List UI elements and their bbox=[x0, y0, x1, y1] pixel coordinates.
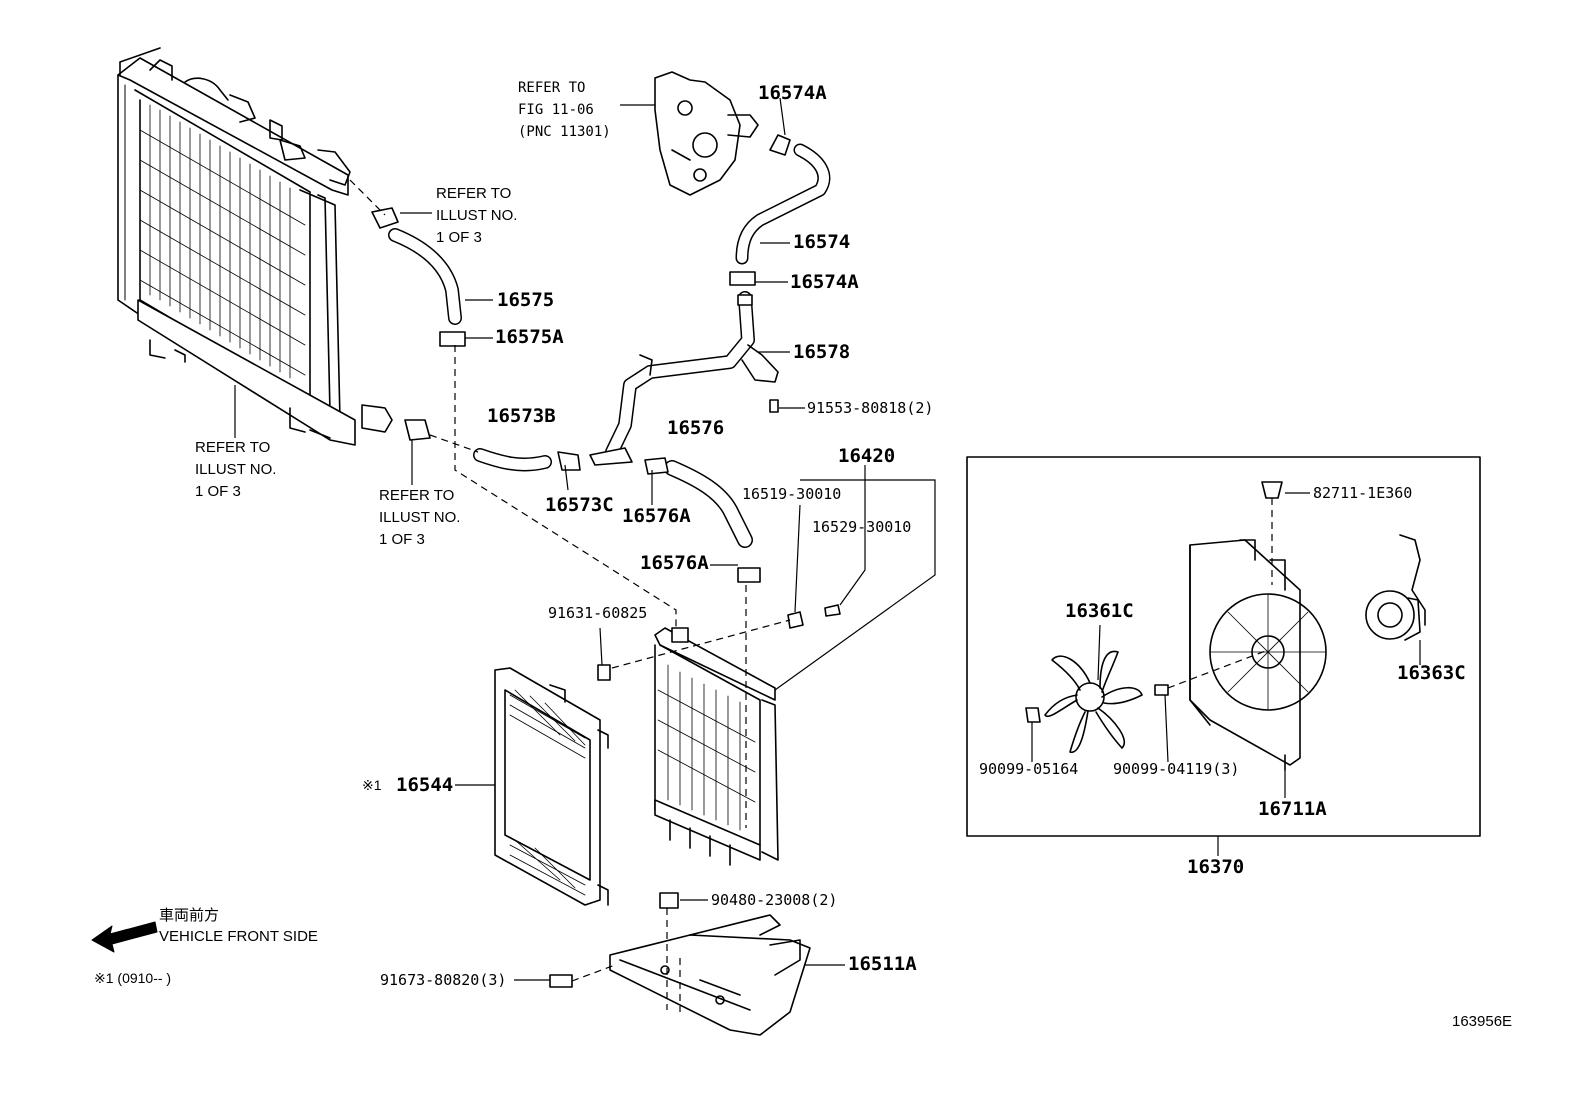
ref-top-line2: FIG 11-06 bbox=[518, 102, 594, 118]
part-label-16578[interactable]: 16578 bbox=[793, 341, 851, 363]
ref-hose-line3: 1 OF 3 bbox=[436, 229, 482, 246]
ref-top: REFER TO FIG 11-06 (PNC 11301) bbox=[518, 77, 611, 143]
ref-bottom-line3: 1 OF 3 bbox=[379, 531, 425, 548]
part-label-90099-05164[interactable]: 90099-05164 bbox=[979, 760, 1079, 778]
part-label-16711A[interactable]: 16711A bbox=[1258, 798, 1327, 820]
shroud bbox=[494, 667, 609, 906]
ref-bottom: REFER TO ILLUST NO. 1 OF 3 bbox=[379, 485, 460, 551]
part-label-90480-23008[interactable]: 90480-23008(2) bbox=[711, 891, 838, 909]
ref-hose-line1: REFER TO bbox=[436, 185, 512, 202]
ref-hose-line2: ILLUST NO. bbox=[436, 207, 518, 224]
radiator-assembly-large bbox=[117, 47, 393, 446]
part-label-16370[interactable]: 16370 bbox=[1187, 856, 1245, 878]
ref-top-line1: REFER TO bbox=[518, 80, 586, 96]
fan-motor bbox=[1365, 534, 1426, 641]
part-label-16575A[interactable]: 16575A bbox=[495, 326, 564, 348]
ref-radiator: REFER TO ILLUST NO. 1 OF 3 bbox=[195, 437, 276, 503]
legend-note: ※1 (0910-- ) bbox=[94, 970, 172, 986]
part-label-16575[interactable]: 16575 bbox=[497, 289, 555, 311]
part-mark-16544: ※1 bbox=[362, 777, 382, 793]
ref-bottom-line1: REFER TO bbox=[379, 487, 455, 504]
part-label-16576[interactable]: 16576 bbox=[667, 417, 725, 439]
part-label-16574A-top[interactable]: 16574A bbox=[758, 82, 827, 104]
part-label-91553-80818[interactable]: 91553-80818(2) bbox=[807, 399, 934, 417]
legend-front-jp: 車両前方 bbox=[159, 907, 220, 924]
fan-blade bbox=[1044, 650, 1143, 753]
part-label-16544[interactable]: 16544 bbox=[396, 774, 454, 796]
part-label-16573B[interactable]: 16573B bbox=[487, 405, 556, 427]
legend-front-en: VEHICLE FRONT SIDE bbox=[159, 928, 318, 945]
part-label-16420[interactable]: 16420 bbox=[838, 445, 896, 467]
part-label-16573C[interactable]: 16573C bbox=[545, 494, 614, 516]
radiator-small bbox=[654, 627, 779, 866]
part-label-91673-80820[interactable]: 91673-80820(3) bbox=[380, 971, 507, 989]
part-label-90099-04119[interactable]: 90099-04119(3) bbox=[1113, 760, 1240, 778]
ref-bottom-line2: ILLUST NO. bbox=[379, 509, 461, 526]
figure-id: 163956E bbox=[1452, 1013, 1513, 1030]
radiator-core-hatch bbox=[139, 104, 306, 379]
ref-radiator-line2: ILLUST NO. bbox=[195, 461, 277, 478]
part-label-82711-1E360[interactable]: 82711-1E360 bbox=[1313, 484, 1413, 502]
part-label-91631-60825[interactable]: 91631-60825 bbox=[548, 604, 648, 622]
bracket bbox=[609, 914, 811, 1036]
front-direction-arrow bbox=[91, 921, 158, 953]
fan-shroud bbox=[1189, 539, 1327, 766]
part-label-16529-30010[interactable]: 16529-30010 bbox=[812, 518, 912, 536]
part-label-16361C[interactable]: 16361C bbox=[1065, 600, 1134, 622]
ref-top-line3: (PNC 11301) bbox=[518, 124, 611, 140]
part-label-16576A-a[interactable]: 16576A bbox=[622, 505, 691, 527]
water-outlet bbox=[654, 71, 759, 196]
part-label-16519-30010[interactable]: 16519-30010 bbox=[742, 485, 842, 503]
part-label-16363C[interactable]: 16363C bbox=[1397, 662, 1466, 684]
ref-radiator-line1: REFER TO bbox=[195, 439, 271, 456]
part-label-16511A[interactable]: 16511A bbox=[848, 953, 917, 975]
part-label-16574A-mid[interactable]: 16574A bbox=[790, 271, 859, 293]
part-label-16574[interactable]: 16574 bbox=[793, 231, 851, 253]
ref-hose: REFER TO ILLUST NO. 1 OF 3 bbox=[436, 183, 517, 249]
part-label-16576A-b[interactable]: 16576A bbox=[640, 552, 709, 574]
ref-radiator-line3: 1 OF 3 bbox=[195, 483, 241, 500]
